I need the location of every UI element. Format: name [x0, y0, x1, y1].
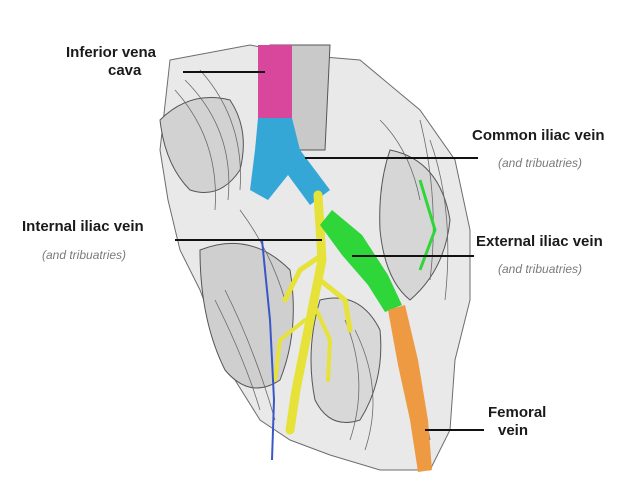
internal-iliac-vein-note: (and tribuatries)	[42, 248, 126, 262]
femoral-vein-label-line1: Femoral	[488, 404, 546, 422]
inferior-vena-cava-label: Inferior vena cava	[66, 44, 156, 80]
common-iliac-vein-note: (and tribuatries)	[498, 156, 582, 170]
common-iliac-vein-label: Common iliac vein	[472, 127, 605, 145]
inferior-vena-cava-vein	[258, 45, 292, 118]
external-iliac-vein-note: (and tribuatries)	[498, 262, 582, 276]
inferior-vena-cava-label-line2: cava	[66, 62, 156, 80]
inferior-vena-cava-label-line1: Inferior vena	[66, 44, 156, 62]
external-iliac-vein-label: External iliac vein	[476, 233, 603, 251]
internal-iliac-vein-label: Internal iliac vein	[22, 218, 144, 236]
femoral-vein-label: Femoral vein	[488, 404, 546, 440]
femoral-vein-label-line2: vein	[488, 422, 546, 440]
